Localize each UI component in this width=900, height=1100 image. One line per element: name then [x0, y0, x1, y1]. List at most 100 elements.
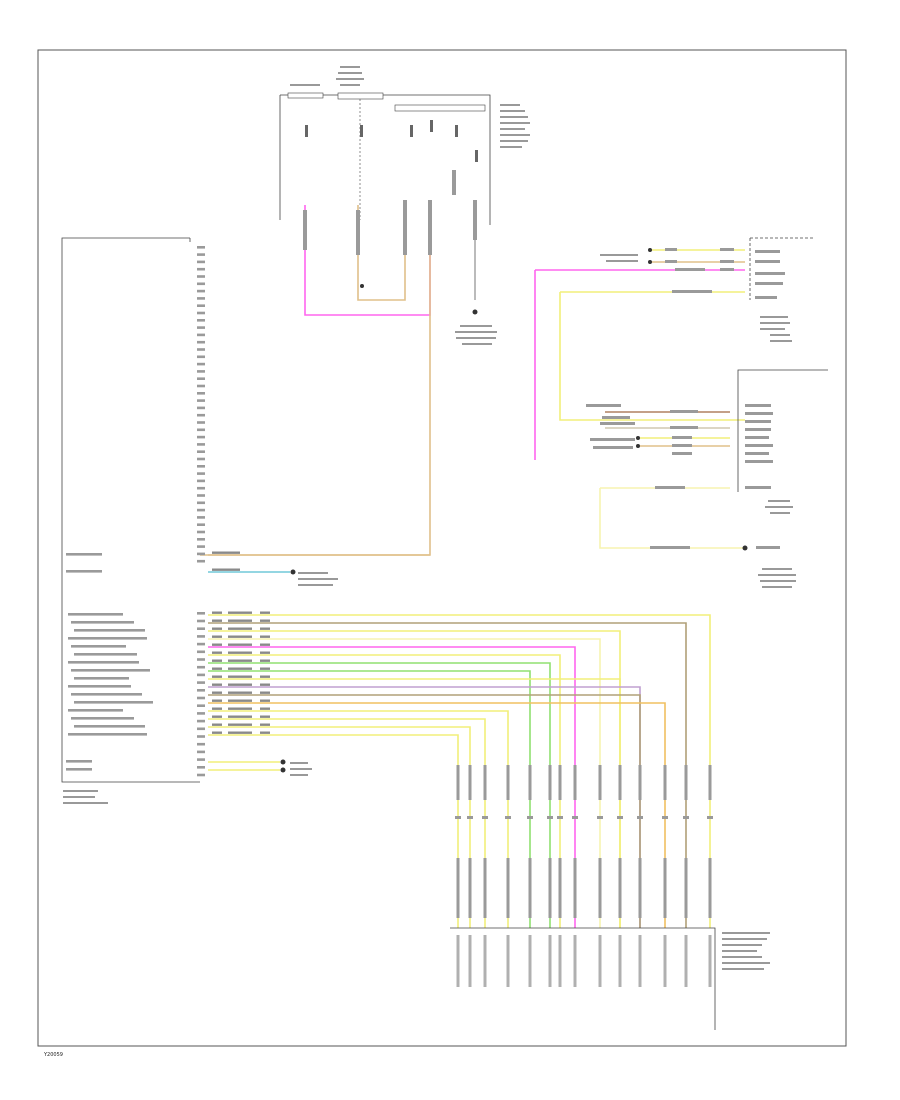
right-upper-module: [534, 237, 815, 460]
drop-label-mark: [638, 765, 642, 800]
signal-color-mark: [228, 723, 252, 726]
drop-color-mark: [708, 858, 712, 918]
pin-mark: [197, 406, 205, 410]
drop-label-mark: [548, 765, 552, 800]
figure-code: Y20059: [43, 1052, 63, 1058]
pin-mark: [197, 552, 205, 556]
signal-pin-mark: [260, 659, 270, 662]
pin-mark: [197, 773, 205, 777]
pin-mark: [197, 457, 205, 461]
drop-label-mark: [708, 765, 712, 800]
signal-wire: [208, 662, 551, 928]
pin-mark: [197, 665, 205, 669]
signal-code-mark: [212, 691, 222, 694]
drop-label-mark: [598, 765, 602, 800]
drop-pin-mark: [455, 816, 461, 819]
drop-pin-mark: [662, 816, 668, 819]
tcm-signal-wires: [208, 554, 711, 928]
pin-mark: [197, 450, 205, 453]
pin-mark: [197, 704, 205, 707]
pin-mark: [197, 384, 205, 388]
signal-color-mark: [228, 715, 252, 718]
signal-label-mark: [66, 768, 92, 771]
signal-code-mark: [212, 659, 222, 662]
signal-color-mark: [228, 635, 252, 638]
pin-mark: [197, 742, 205, 746]
pin-mark: [197, 326, 205, 329]
signal-code-mark: [212, 731, 222, 734]
signal-pin-mark: [260, 619, 270, 622]
signal-pin-mark: [260, 651, 270, 654]
pin-mark: [197, 735, 205, 738]
pin-mark: [197, 658, 205, 661]
pin-mark: [197, 479, 205, 483]
signal-color-mark: [228, 675, 252, 678]
right-middle-labels: [586, 404, 780, 549]
signal-pin-mark: [260, 683, 270, 686]
pin-name-mark: [573, 935, 577, 987]
drop-color-mark: [558, 858, 562, 918]
pin-mark: [197, 766, 205, 769]
pin-name-mark: [618, 935, 622, 987]
pin-mark: [197, 681, 205, 684]
pin-mark: [197, 523, 205, 526]
pin-name-mark: [548, 935, 552, 987]
signal-wire: [208, 694, 641, 928]
drop-color-mark: [663, 858, 667, 918]
signal-label-mark: [71, 621, 134, 624]
signal-color-mark: [228, 667, 252, 670]
pin-mark: [197, 635, 205, 638]
pin-mark: [197, 260, 205, 264]
drop-color-mark: [598, 858, 602, 918]
pin-name-mark: [506, 935, 510, 987]
pin-name-mark: [528, 935, 532, 987]
ground-icon: [742, 545, 748, 551]
right-upper-labels: [665, 248, 785, 299]
drop-pin-mark: [547, 816, 553, 819]
signal-label-mark: [74, 677, 129, 680]
pin-mark: [197, 340, 205, 344]
signal-code-mark: [212, 683, 222, 686]
pin-mark: [197, 253, 205, 256]
drop-pin-mark: [482, 816, 488, 819]
pin-mark: [197, 399, 205, 402]
pin-mark: [197, 627, 205, 630]
signal-label-mark: [66, 553, 102, 556]
signal-color-mark: [212, 551, 240, 554]
pin-mark: [197, 246, 205, 249]
drop-label-mark: [558, 765, 562, 800]
drop-color-mark: [548, 858, 552, 918]
pin-mark: [197, 333, 205, 337]
drop-color-mark: [573, 858, 577, 918]
signal-wire: [208, 710, 509, 928]
pin-name-mark: [708, 935, 712, 987]
signal-color-mark: [228, 699, 252, 702]
signal-label-mark: [74, 725, 145, 728]
pin-mark: [197, 304, 205, 307]
pin-mark: [197, 727, 205, 731]
ground-icon: [455, 309, 497, 345]
drop-pin-mark: [527, 816, 533, 819]
bottom-labels: [455, 765, 713, 987]
signal-color-mark: [228, 611, 252, 614]
signal-pin-mark: [260, 707, 270, 710]
signal-label-mark: [74, 701, 153, 704]
drop-color-mark: [528, 858, 532, 918]
drop-color-mark: [483, 858, 487, 918]
signal-wire: [208, 678, 621, 928]
pin-mark: [197, 362, 205, 366]
signal-color-mark: [228, 691, 252, 694]
pin-mark: [197, 689, 205, 692]
signal-wire: [208, 734, 459, 928]
signal-code-mark: [212, 667, 222, 670]
signal-wire: [208, 614, 711, 928]
pin-mark: [197, 712, 205, 715]
pin-mark: [197, 370, 205, 373]
signal-color-mark: [228, 651, 252, 654]
connector-icon: [636, 436, 640, 440]
pin-name-mark: [638, 935, 642, 987]
signal-label-mark: [71, 693, 142, 696]
drop-label-mark: [663, 765, 667, 800]
signal-label-mark: [74, 653, 137, 656]
pin-mark: [197, 311, 205, 315]
